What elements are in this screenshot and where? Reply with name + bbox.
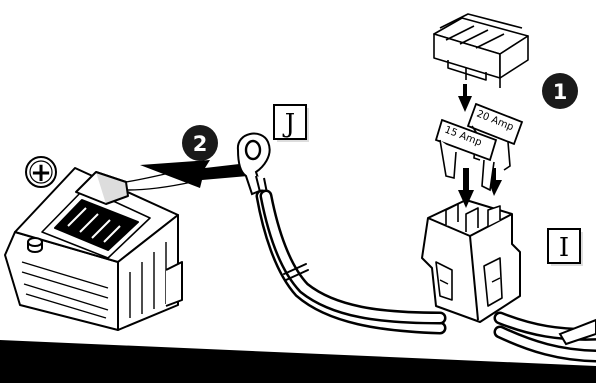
step-1-number: 1 — [553, 80, 568, 104]
label-i: I — [548, 229, 583, 266]
label-i-text: I — [559, 233, 569, 263]
fuse-holder — [422, 200, 520, 322]
battery — [5, 168, 182, 330]
fuse-cover — [434, 14, 528, 88]
label-j: J — [274, 105, 309, 142]
positive-terminal-icon: + — [26, 157, 56, 188]
positive-symbol: + — [30, 158, 52, 188]
connect-arrow — [140, 160, 248, 188]
label-j-text: J — [282, 109, 295, 139]
step-2-badge: 2 — [182, 125, 218, 161]
step-1-badge: 1 — [542, 73, 578, 109]
step-2-number: 2 — [193, 132, 208, 156]
ground-shadow — [0, 340, 596, 383]
